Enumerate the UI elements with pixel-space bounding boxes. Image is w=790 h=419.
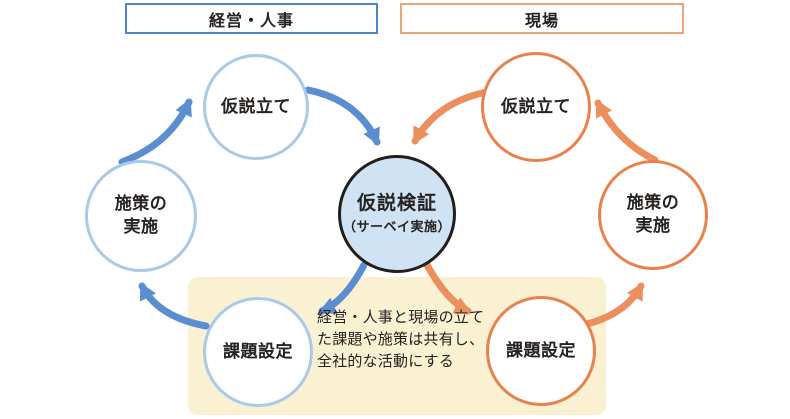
node-left-implementation: 施策の 実施 [85, 160, 197, 272]
node-left-hypothesis-label: 仮説立て [221, 96, 291, 117]
header-genba: 現場 [400, 3, 684, 34]
node-right-implementation: 施策の 実施 [598, 160, 708, 270]
node-hypothesis-verification-title: 仮説検証 [356, 192, 437, 215]
arrow-right-implementation-to-hypothesis [594, 99, 659, 164]
node-right-issue-label: 課題設定 [506, 340, 576, 361]
arrow-verification-to-left-issue [318, 261, 368, 315]
arrow-left-hypothesis-to-verification [304, 86, 381, 146]
node-hypothesis-verification-subtitle: （サーベイ実施） [342, 220, 451, 236]
node-right-issue: 課題設定 [486, 296, 596, 406]
node-left-implementation-label: 施策の 実施 [114, 194, 168, 237]
header-management-hr: 経営・人事 [125, 3, 378, 34]
shared-note-text: 経営・人事と現場の立てた課題や施策は共有し、全社的な活動にする [317, 308, 485, 371]
node-left-issue-label: 課題設定 [223, 341, 293, 362]
node-hypothesis-verification: 仮説検証 （サーベイ実施） [338, 155, 456, 273]
arrow-verification-to-right-issue [423, 261, 472, 315]
arrow-right-hypothesis-to-verification [411, 88, 491, 145]
arrow-left-implementation-to-hypothesis [118, 98, 193, 166]
node-right-implementation-label: 施策の 実施 [626, 193, 680, 236]
arrow-right-issue-to-implementation [574, 282, 645, 330]
header-genba-label: 現場 [524, 10, 559, 30]
node-right-hypothesis-label: 仮説立て [501, 96, 571, 117]
node-left-hypothesis: 仮説立て [203, 54, 309, 160]
arrow-left-issue-to-implementation [138, 282, 210, 330]
node-right-hypothesis: 仮説立て [481, 52, 591, 162]
header-management-hr-label: 経営・人事 [208, 10, 294, 30]
node-left-issue: 課題設定 [203, 297, 313, 407]
